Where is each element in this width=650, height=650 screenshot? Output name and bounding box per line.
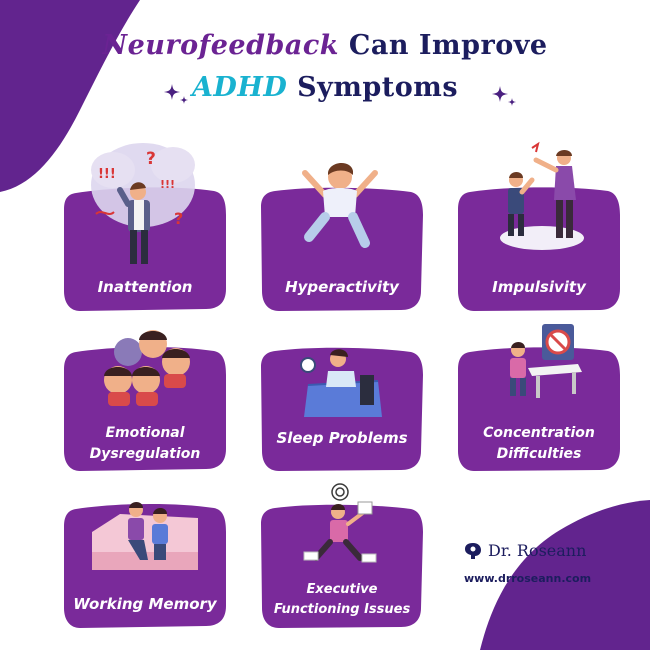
card-label-line1: Concentration [483,425,595,441]
jumping-person-illustration [302,162,378,248]
card-background [261,187,423,311]
arguing-people-illustration [500,141,584,250]
card-label: Executive Functioning Issues [261,580,423,620]
page-title-line2: ADHD Symptoms [0,72,650,103]
brand-logo: Dr. Roseann [464,541,586,560]
card-label-line2: Functioning Issues [273,602,411,617]
title-highlight-adhd: ADHD [191,72,288,103]
page-title-line1: Neurofeedback Can Improve [0,30,650,61]
card-label-line2: Dysregulation [89,446,201,462]
corner-blob-top-left [0,0,140,192]
couch-people-illustration [92,502,198,570]
brain-logo-icon [465,542,481,559]
bubble-exclaim: !!! [160,178,175,191]
title-rest-line2: Symptoms [287,72,459,103]
sleepless-person-illustration [300,349,382,417]
emotional-faces-illustration [104,330,190,406]
bubble-question: ? [146,149,156,169]
brand-name: Dr. Roseann [488,541,587,560]
card-label: Inattention [97,278,193,296]
card-background [261,504,423,628]
card-concentration-difficulties: Concentration Difficulties [458,345,620,471]
desk-study-illustration [510,324,582,398]
card-label: Emotional Dysregulation [64,423,226,465]
card-label: Hyperactivity [285,278,399,296]
card-label: Concentration Difficulties [458,423,620,465]
bubble-question: ? [174,209,183,228]
card-label-line1: Emotional [105,425,185,441]
card-label: Sleep Problems [276,429,408,447]
card-executive-functioning: Executive Functioning Issues [261,502,423,628]
sparkle-icon [492,86,516,106]
card-label: Working Memory [73,595,217,613]
title-highlight-neurofeedback: Neurofeedback [102,30,339,61]
card-label-line2: Difficulties [496,446,582,462]
website-url: www.drroseann.com [464,572,592,585]
confused-person-illustration: !!! ? !!! ? [91,143,195,264]
sparkle-icon [164,84,188,104]
stressed-person-illustration [303,483,377,563]
bubble-exclaim: !!! [98,167,116,182]
corner-blob-bottom-right [480,500,650,650]
card-label-line1: Executive [306,582,378,597]
card-background [458,347,620,471]
card-label: Impulsivity [492,278,586,296]
title-rest-line1: Can Improve [339,30,548,61]
card-hyperactivity: Hyperactivity [261,185,423,311]
